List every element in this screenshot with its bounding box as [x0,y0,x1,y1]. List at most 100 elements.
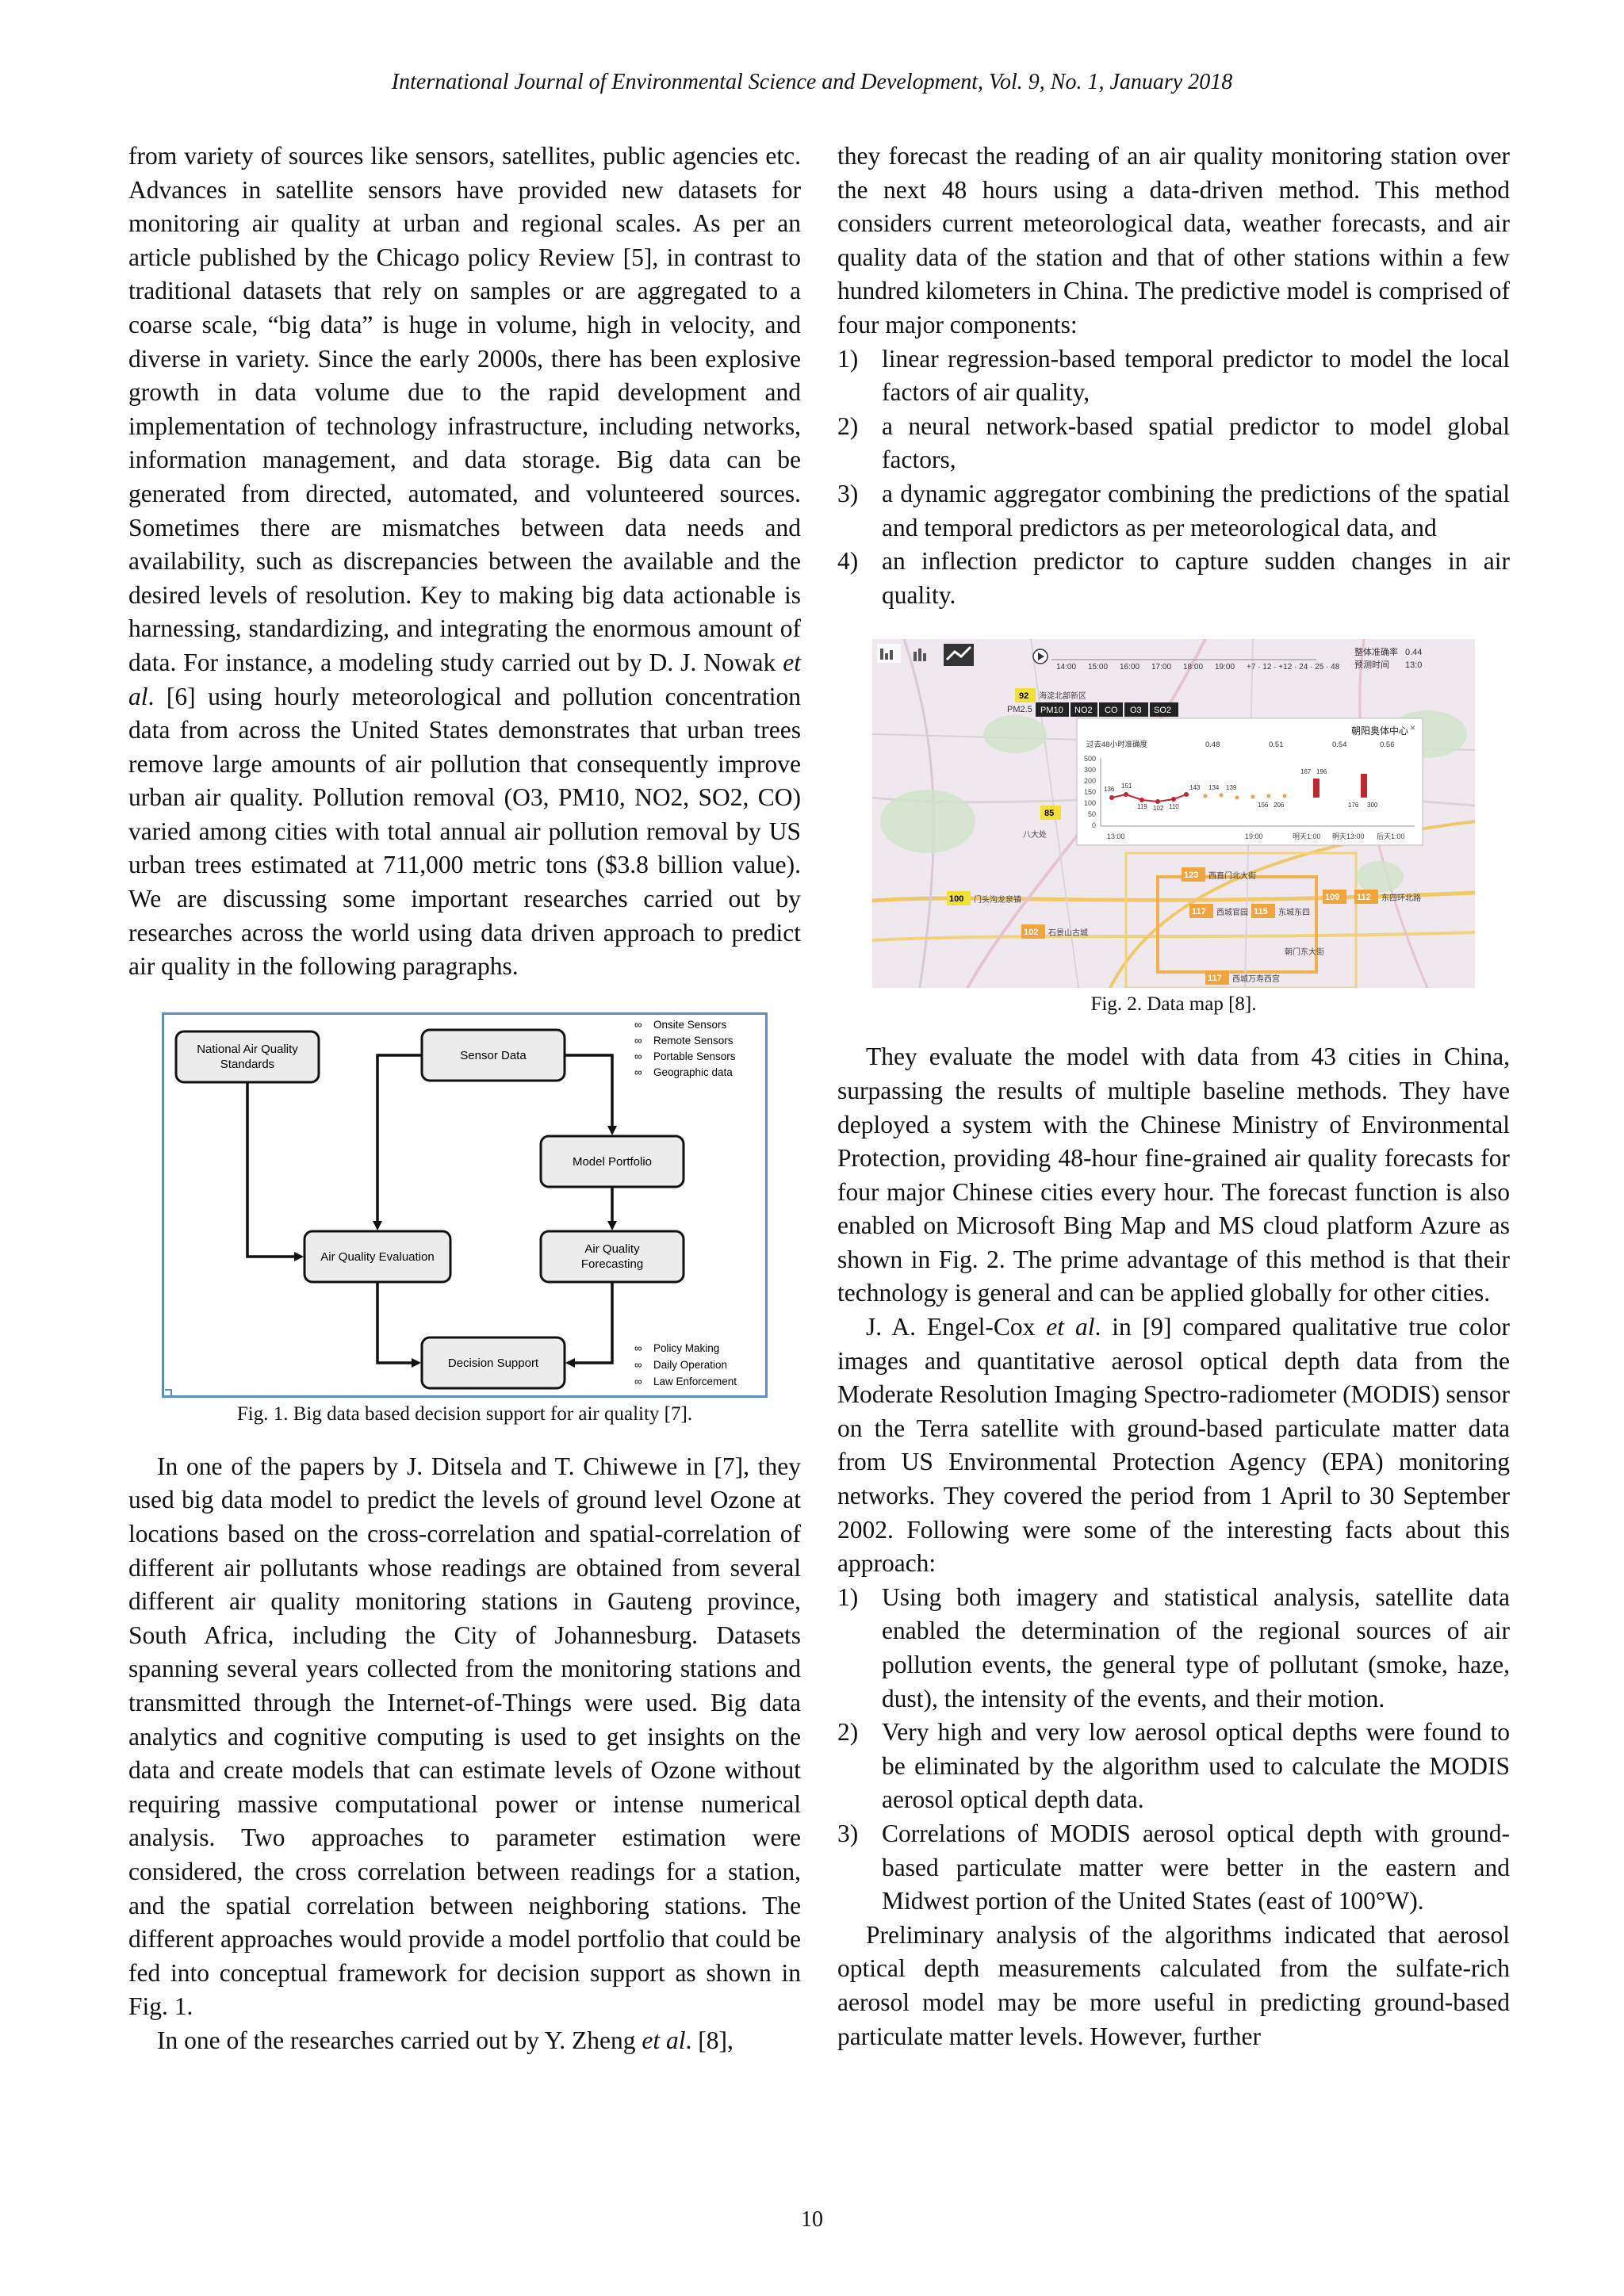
figure-2: 14:00 15:00 16:00 17:00 18:00 19:00 +7 ·… [837,638,1510,1016]
svg-text:109: 109 [1325,893,1339,902]
station-badge[interactable] [1323,890,1346,905]
svg-text:Policy Making: Policy Making [653,1342,719,1354]
svg-text:196: 196 [1316,768,1327,775]
svg-text:123: 123 [1184,871,1198,880]
svg-text:Forecasting: Forecasting [581,1257,643,1271]
panel-y-axis: 500 300 200 150 100 50 0 [1084,755,1096,829]
panel-point-labels: 136 151 119 102 110 143 134 139 156 206 … [1104,768,1378,812]
svg-text:PM2.5: PM2.5 [1007,705,1032,714]
svg-text:139: 139 [1226,784,1237,791]
tab-no2[interactable] [1071,702,1097,718]
station-badge[interactable] [1182,867,1205,882]
svg-text:明天1:00: 明天1:00 [1293,832,1321,840]
svg-text:156: 156 [1258,802,1269,809]
svg-text:∞: ∞ [634,1066,642,1078]
station-badge[interactable] [1021,924,1045,939]
station-badge[interactable] [1205,970,1229,985]
station-badges: 92 85 100 102 123 109 112 117 115 117 [947,688,1378,985]
svg-text:115: 115 [1254,907,1268,916]
station-badge[interactable] [1189,904,1213,919]
list-item: 4)an inflection predictor to capture sud… [837,547,1510,609]
svg-text:112: 112 [1357,893,1371,902]
timeline: 14:00 15:00 16:00 17:00 18:00 19:00 +7 ·… [1051,659,1340,672]
svg-text:∞: ∞ [634,1050,642,1062]
tab-pm10[interactable] [1036,702,1069,718]
components-list: 1)linear regression-based temporal predi… [837,342,1510,613]
svg-text:136: 136 [1104,786,1115,793]
fig2-data-map: 14:00 15:00 16:00 17:00 18:00 19:00 +7 ·… [871,638,1476,989]
svg-text:石景山古城: 石景山古城 [1048,928,1088,938]
fig1-diagram: National Air Quality Standards Sensor Da… [162,1012,768,1398]
list-item: 2)Very high and very low aerosol optical… [837,1718,1510,1814]
right-column: they forecast the reading of an air qual… [837,140,1510,2053]
svg-text:预测时间: 预测时间 [1354,660,1389,670]
node-decision-support [420,1336,566,1390]
svg-text:朝门东大街: 朝门东大街 [1285,947,1324,957]
svg-text:Standards: Standards [220,1058,274,1071]
arrow-standards-to-evaluation [246,1081,304,1261]
close-icon[interactable]: × [1410,722,1415,733]
svg-text:102: 102 [1024,928,1038,937]
svg-text:50: 50 [1088,810,1096,818]
list-item: 1)Using both imagery and statistical ana… [837,1582,1510,1712]
svg-text:西直门北大街: 西直门北大街 [1208,871,1256,881]
svg-text:16:00: 16:00 [1120,663,1139,672]
svg-text:0.48: 0.48 [1205,740,1220,749]
station-badge[interactable] [947,891,971,906]
tab-o3[interactable] [1124,702,1148,718]
svg-text:15:00: 15:00 [1088,663,1108,672]
right-paragraph-2: They evaluate the model with data from 4… [837,1043,1510,1307]
svg-text:102: 102 [1153,805,1164,812]
svg-text:14:00: 14:00 [1056,663,1076,672]
svg-text:整体准确率: 整体准确率 [1354,646,1398,657]
svg-text:100: 100 [949,894,963,904]
svg-text:134: 134 [1208,784,1220,791]
right-paragraph-3: J. A. Engel-Cox et al. in [9] compared q… [837,1313,1510,1578]
svg-text:NO2: NO2 [1074,706,1093,715]
station-badge[interactable] [1015,688,1036,703]
svg-text:东城东四: 东城东四 [1278,907,1310,917]
svg-text:PM10: PM10 [1040,706,1063,715]
svg-text:明天13:00: 明天13:00 [1332,832,1365,840]
forecast-panel: 朝阳奥体中心 × 过去48小时准确度 0.48 0.51 0.54 0.56 5… [1076,718,1423,846]
svg-text:300: 300 [1084,766,1096,774]
svg-text:0: 0 [1092,821,1096,829]
svg-text:门头沟龙泉镇: 门头沟龙泉镇 [974,894,1021,905]
chart-toggle-bar[interactable] [880,649,883,660]
svg-text:17:00: 17:00 [1151,663,1171,672]
svg-text:0.51: 0.51 [1269,740,1284,749]
svg-text:117: 117 [1192,907,1206,916]
decision-bullets: ∞Policy Making ∞Daily Operation ∞Law Enf… [634,1342,737,1387]
svg-text:200: 200 [1084,777,1096,785]
list-item: 3)Correlations of MODIS aerosol optical … [837,1819,1510,1915]
svg-text:Air Quality: Air Quality [584,1242,640,1256]
bar-chart-icon[interactable] [914,649,926,662]
svg-text:CO: CO [1105,706,1118,715]
station-badge[interactable] [1040,806,1061,821]
svg-text:167: 167 [1300,768,1312,775]
panel-x-axis: 13:00 19:00 明天1:00 明天13:00 后天1:00 [1107,832,1405,840]
svg-text:119: 119 [1137,803,1147,810]
svg-text:Model Portfolio: Model Portfolio [573,1155,652,1169]
svg-text:Sensor Data: Sensor Data [460,1049,527,1062]
svg-text:∞: ∞ [634,1035,642,1047]
svg-text:Portable Sensors: Portable Sensors [653,1050,736,1062]
station-badge[interactable] [1354,890,1378,905]
right-paragraph-4: Preliminary analysis of the algorithms i… [837,1920,1510,2050]
line-chart-icon[interactable] [944,644,974,667]
svg-text:SO2: SO2 [1154,706,1171,715]
figure-1: National Air Quality Standards Sensor Da… [128,1012,801,1426]
arrow-sensor-to-portfolio [565,1054,617,1135]
svg-text:∞: ∞ [634,1019,642,1031]
svg-text:19:00: 19:00 [1245,832,1263,840]
node-aq-forecasting [539,1230,685,1284]
svg-text:Onsite Sensors: Onsite Sensors [653,1019,727,1031]
tab-co[interactable] [1099,702,1123,718]
station-badge[interactable] [1251,904,1275,919]
list-item: 3)a dynamic aggregator combining the pre… [837,479,1510,541]
page-number: 10 [801,2207,823,2232]
svg-text:150: 150 [1084,788,1096,796]
tab-so2[interactable] [1150,702,1178,718]
map-toolbar [877,644,1048,667]
arrow-sensor-to-evaluation [373,1054,422,1230]
